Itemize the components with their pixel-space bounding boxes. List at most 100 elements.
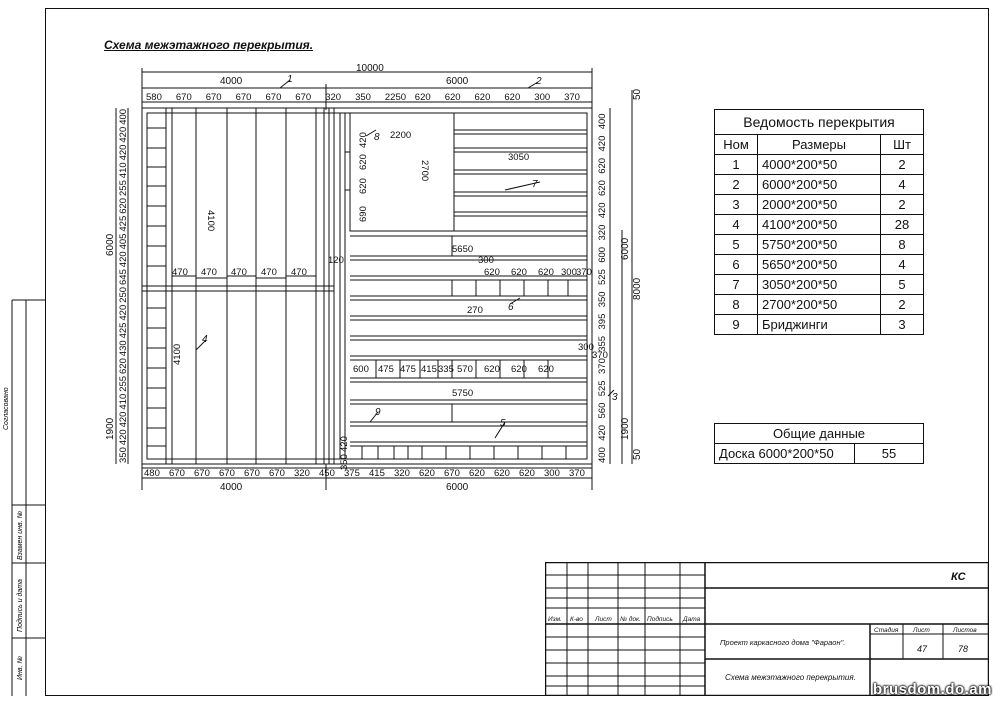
label-3: 3 bbox=[612, 392, 618, 403]
mid-row-1: 620 bbox=[511, 267, 527, 278]
top-dim: 580 bbox=[146, 92, 162, 103]
schedule-num: 3 bbox=[714, 194, 758, 215]
bottom-dim: 620 bbox=[419, 468, 435, 479]
right-dim: 525 bbox=[597, 380, 608, 396]
schedule-header-size: Размеры bbox=[757, 134, 881, 155]
summary-table: Общие данные Доска 6000*200*50 55 bbox=[714, 423, 924, 464]
schedule-qty: 8 bbox=[880, 234, 924, 255]
schedule-qty: 4 bbox=[880, 174, 924, 195]
dim-right-bot-50: 50 bbox=[632, 448, 640, 460]
stamp-sheets: 78 bbox=[958, 644, 968, 654]
left-dim: 255 bbox=[118, 180, 129, 196]
mid-row-0: 620 bbox=[484, 267, 500, 278]
label-8: 8 bbox=[374, 132, 380, 143]
top-dim: 370 bbox=[564, 92, 580, 103]
label-7: 7 bbox=[532, 179, 538, 190]
dim-2700: 2700 bbox=[419, 160, 430, 181]
bottom-dim: 670 bbox=[194, 468, 210, 479]
right-dim: 370 bbox=[597, 358, 608, 374]
schedule-num: 1 bbox=[714, 154, 758, 175]
side-label-agreed: Согласовано bbox=[3, 387, 10, 430]
dim-470-a: 470 bbox=[172, 267, 188, 278]
right-dim: 420 bbox=[597, 136, 608, 152]
right-dim: 320 bbox=[597, 225, 608, 241]
left-dim: 620 bbox=[118, 358, 129, 374]
schedule-num: 5 bbox=[714, 234, 758, 255]
right-dim: 420 bbox=[597, 202, 608, 218]
right-dim: 525 bbox=[597, 269, 608, 285]
right-dim: 620 bbox=[597, 158, 608, 174]
bottom-dim: 670 bbox=[269, 468, 285, 479]
schedule-num: 2 bbox=[714, 174, 758, 195]
top-dim: 620 bbox=[504, 92, 520, 103]
dim-3050: 3050 bbox=[508, 152, 529, 163]
dim-620-8a: 620 bbox=[358, 154, 369, 170]
left-dim: 255 bbox=[118, 376, 129, 392]
summary-qty: 55 bbox=[854, 443, 924, 464]
left-dim: 350 bbox=[118, 447, 129, 463]
mid-row-2: 620 bbox=[538, 267, 554, 278]
row-lower-4: 335 bbox=[438, 364, 454, 375]
schedule-size: 3050*200*50 bbox=[757, 274, 881, 295]
left-dim: 420 bbox=[118, 251, 129, 267]
schedule-qty: 2 bbox=[880, 154, 924, 175]
dim-620-8b: 620 bbox=[358, 178, 369, 194]
label-4: 4 bbox=[202, 334, 208, 345]
label-1: 1 bbox=[287, 74, 293, 85]
stamp-h-date: Дата bbox=[682, 616, 701, 623]
left-dim: 410 bbox=[118, 394, 129, 410]
summary-title: Общие данные bbox=[714, 423, 924, 444]
top-dim: 670 bbox=[266, 92, 282, 103]
bottom-dim: 370 bbox=[569, 468, 585, 479]
dim-right-part: 6000 bbox=[446, 76, 469, 87]
row-lower-5: 570 bbox=[457, 364, 473, 375]
dim-right-top-50: 50 bbox=[632, 88, 640, 100]
side-label-signature: Подпись и дата bbox=[16, 579, 24, 632]
dim-2200: 2200 bbox=[390, 130, 411, 141]
schedule-num: 7 bbox=[714, 274, 758, 295]
row-lower-2: 475 bbox=[400, 364, 416, 375]
stamp-sheet: 47 bbox=[917, 644, 928, 654]
right-dim: 400 bbox=[597, 447, 608, 463]
stamp-sheet-label: Лист bbox=[912, 627, 930, 634]
bottom-dim: 480 bbox=[144, 468, 160, 479]
top-dim: 320 bbox=[325, 92, 341, 103]
schedule-size: 2000*200*50 bbox=[757, 194, 881, 215]
bottom-dim: 450 bbox=[319, 468, 335, 479]
dim-300: 300 bbox=[478, 255, 494, 266]
dim-right-side: 8000 bbox=[632, 277, 640, 300]
bottom-dim: 300 bbox=[544, 468, 560, 479]
top-dim: 670 bbox=[206, 92, 222, 103]
schedule-title: Ведомость перекрытия bbox=[714, 109, 924, 135]
schedule-size: 4100*200*50 bbox=[757, 214, 881, 235]
top-dim: 300 bbox=[534, 92, 550, 103]
bottom-dim: 620 bbox=[469, 468, 485, 479]
left-dim: 420 bbox=[118, 305, 129, 321]
left-dim: 400 bbox=[118, 109, 129, 125]
schedule-num: 6 bbox=[714, 254, 758, 275]
schedule-qty: 5 bbox=[880, 274, 924, 295]
left-dim: 425 bbox=[118, 216, 129, 232]
dim-left-side: 6000 bbox=[105, 233, 116, 256]
dim-470-c: 470 bbox=[231, 267, 247, 278]
dim-120: 120 bbox=[328, 255, 344, 266]
mid-row-4: 370 bbox=[576, 267, 592, 278]
right-dim: 400 bbox=[597, 113, 608, 129]
right-dim: 355 bbox=[597, 336, 608, 352]
side-label-inventory: Инв. № bbox=[17, 656, 24, 680]
side-label-replaced: Взамен инв. № bbox=[17, 510, 24, 560]
schedule-size: 5650*200*50 bbox=[757, 254, 881, 275]
right-dim: 420 bbox=[597, 425, 608, 441]
dim-470-e: 470 bbox=[291, 267, 307, 278]
stamp-stage-label: Стадия bbox=[874, 626, 899, 634]
sheet-border bbox=[45, 8, 989, 696]
left-dim: 420 bbox=[118, 412, 129, 428]
bottom-dim: 670 bbox=[244, 468, 260, 479]
bottom-dim: 620 bbox=[494, 468, 510, 479]
row-lower-1: 475 bbox=[378, 364, 394, 375]
